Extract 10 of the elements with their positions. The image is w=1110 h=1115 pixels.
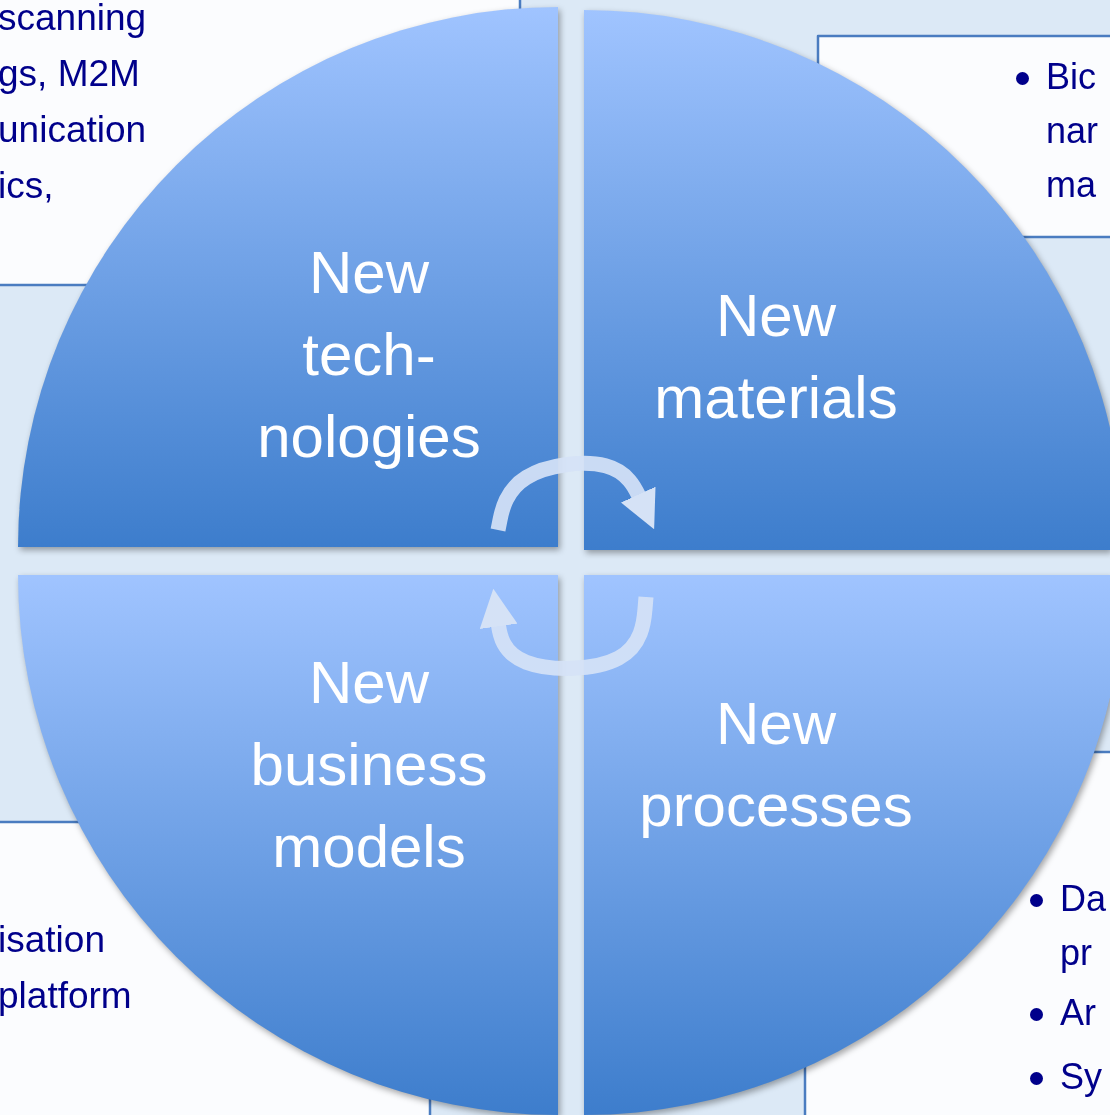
bullet-text: Bic nar ma xyxy=(1046,55,1100,207)
quadrant-label: New processes xyxy=(638,689,914,841)
bullet-text: isation platform xyxy=(0,918,133,1018)
quadrant-label: New business models xyxy=(249,648,489,882)
quadrant-label: New materials xyxy=(653,281,899,433)
bullet-text: Da pr xyxy=(1060,877,1108,975)
bullet-text: Sy xyxy=(1060,1055,1103,1099)
cycle-arrow xyxy=(479,588,654,676)
quadrant-label: New tech- nologies xyxy=(256,238,482,472)
bullet-text: Ar xyxy=(1060,991,1097,1035)
